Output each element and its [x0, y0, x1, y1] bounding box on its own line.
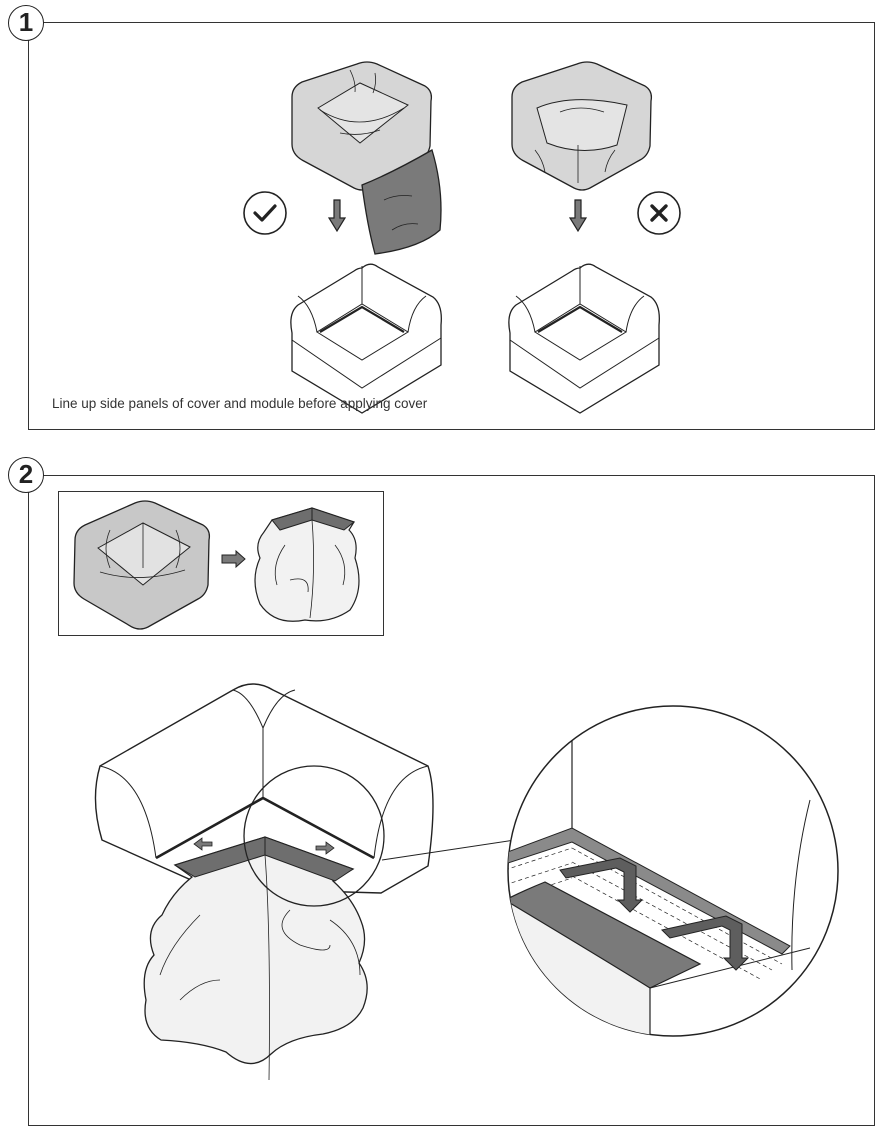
- cover-correct: [291, 61, 442, 255]
- check-icon: [243, 191, 287, 235]
- module-left: [290, 263, 442, 414]
- step-1-panel: [28, 22, 875, 430]
- arrow-down-icon: [327, 199, 347, 233]
- inset-cover: [73, 500, 211, 630]
- arrow-right-icon: [221, 549, 246, 569]
- step-2-number: 2: [8, 457, 44, 493]
- step-1-caption: Line up side panels of cover and module …: [52, 396, 428, 411]
- detail-view: [507, 705, 839, 1037]
- fabric-cover: [143, 836, 368, 1081]
- cross-icon: [637, 191, 681, 235]
- module-main: [94, 683, 434, 894]
- arrow-down-icon: [568, 199, 588, 233]
- inset-cover-inside-out: [254, 507, 360, 622]
- arrow-left-icon: [193, 837, 213, 851]
- detail-callout-circle: [243, 765, 385, 907]
- step-2-inset-frame: [58, 491, 384, 636]
- detail-callout-line: [381, 839, 516, 861]
- step-1-number: 1: [8, 5, 44, 41]
- step-2-panel: [28, 475, 875, 1126]
- module-right: [508, 263, 660, 414]
- arrow-right-icon: [315, 841, 335, 855]
- cover-incorrect: [511, 61, 653, 191]
